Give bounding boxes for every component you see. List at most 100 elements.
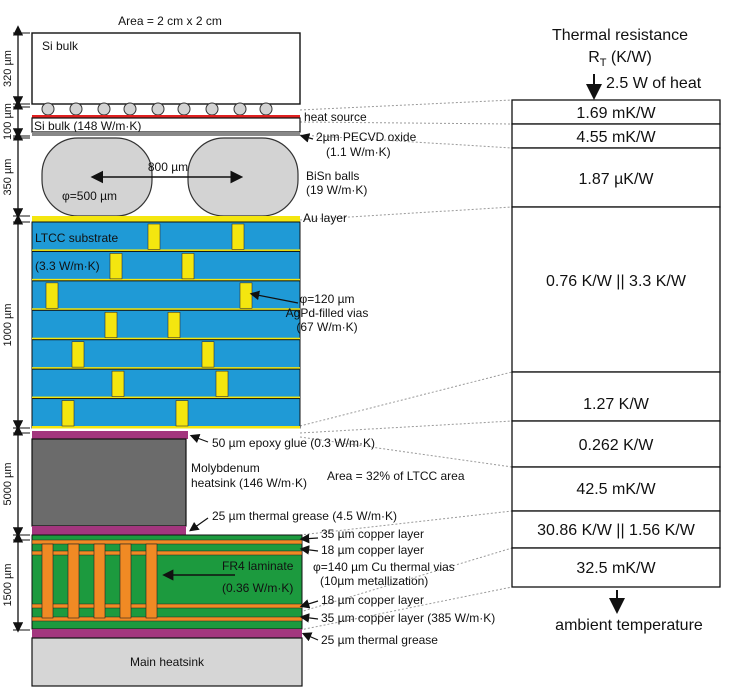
agpd-via xyxy=(181,253,195,280)
thermal-grease-2 xyxy=(32,629,302,638)
area-pct-label: Area = 32% of LTCC area xyxy=(327,469,465,483)
resistance-value: 32.5 mK/W xyxy=(576,560,656,577)
micro-bump xyxy=(233,102,247,116)
agpd-via xyxy=(111,370,125,397)
molybdenum-heatsink xyxy=(31,438,187,527)
si-bulk-top xyxy=(31,32,301,105)
resistance-value: 1.87 µK/W xyxy=(578,171,654,188)
micro-bump xyxy=(259,102,273,116)
ball-dia-label: φ=500 µm xyxy=(62,189,117,203)
agpd-via xyxy=(215,370,229,397)
agpd-via xyxy=(201,341,215,368)
rt-title-1: Thermal resistance xyxy=(552,27,688,44)
cu-35-top-label: 35 µm copper layer xyxy=(321,527,424,541)
ltcc-metal-line xyxy=(32,367,300,370)
grease-2-label: 25 µm thermal grease xyxy=(321,633,438,647)
dimension-label: 350 µm xyxy=(2,159,14,196)
resistance-value: 42.5 mK/W xyxy=(576,481,656,498)
agpd-via xyxy=(45,282,59,309)
copper-layer xyxy=(31,539,303,545)
moly-label-2: heatsink (146 W/m·K) xyxy=(191,476,307,490)
agpd-via xyxy=(104,311,118,339)
agpd-via xyxy=(147,223,161,250)
agpd-via xyxy=(167,311,181,339)
agpd-via xyxy=(109,253,123,280)
heat-source-line xyxy=(32,115,300,118)
main-heatsink-label: Main heatsink xyxy=(130,655,205,669)
micro-bump xyxy=(205,102,219,116)
epoxy-label: 50 µm epoxy glue (0.3 W/m·K) xyxy=(212,436,375,450)
vias-label-2: AgPd-filled vias xyxy=(286,306,369,320)
resistance-cell xyxy=(511,510,721,549)
cuvia-label-2: (10µm metallization) xyxy=(320,574,428,588)
cu-35-bot-label: 35 µm copper layer (385 W/m·K) xyxy=(321,611,495,625)
vias-label-1: φ=120 µm xyxy=(299,292,354,306)
resistance-value: 1.69 mK/W xyxy=(576,105,656,122)
micro-bump xyxy=(69,102,83,116)
rt-title-2: RT (K/W) xyxy=(588,49,652,69)
au-layer-label: Au layer xyxy=(303,211,347,225)
ltcc-layer xyxy=(31,309,301,341)
ltcc-metal-line xyxy=(32,278,300,282)
dimension-label: 320 µm xyxy=(2,50,14,87)
ambient-label: ambient temperature xyxy=(555,617,703,634)
resistance-cell xyxy=(511,420,721,468)
fr4-label-2: (0.36 W/m·K) xyxy=(222,581,293,595)
micro-bumps xyxy=(41,102,273,116)
grease-1-label: 25 µm thermal grease (4.5 W/m·K) xyxy=(212,509,397,523)
heat-in-label: 2.5 W of heat xyxy=(606,75,702,92)
oxide-layer xyxy=(32,132,300,136)
cu-thermal-via xyxy=(119,543,132,619)
ltcc-metal-line xyxy=(32,337,300,341)
ltcc-metal-line xyxy=(32,308,300,311)
resistance-value: 4.55 mK/W xyxy=(576,129,656,146)
micro-bump xyxy=(151,102,165,116)
si-bulk-top-label: Si bulk xyxy=(42,39,79,53)
top-area-label: Area = 2 cm x 2 cm xyxy=(118,14,222,28)
resistance-cell xyxy=(511,466,721,512)
ltcc-layer xyxy=(31,368,301,400)
cu-thermal-via xyxy=(67,543,80,619)
bisn-label-2: (19 W/m·K) xyxy=(306,183,367,197)
fr4-laminate xyxy=(31,534,303,630)
oxide-label-1: 2µm PECVD oxide xyxy=(316,130,417,144)
ltcc-label-2: (3.3 W/m·K) xyxy=(35,259,100,273)
agpd-via xyxy=(231,223,245,250)
dimension-label: 100 µm xyxy=(2,103,14,140)
ltcc-layer xyxy=(31,398,301,429)
ltcc-layer xyxy=(31,250,301,282)
cu-18-bot-label: 18 µm copper layer xyxy=(321,593,424,607)
bisn-label-1: BiSn balls xyxy=(306,169,359,183)
resistance-cell xyxy=(511,371,721,422)
ltcc-metal-line xyxy=(32,396,300,400)
resistance-value: 0.262 K/W xyxy=(579,437,655,454)
connector-lines xyxy=(299,99,513,631)
resistance-value: 1.27 K/W xyxy=(583,396,650,413)
thermal-grease-1 xyxy=(32,526,186,535)
si-bulk-label: Si bulk (148 W/m·K) xyxy=(34,119,141,133)
agpd-via xyxy=(71,341,85,368)
fr4-label-1: FR4 laminate xyxy=(222,559,294,573)
resistance-cell xyxy=(511,123,721,149)
main-heatsink xyxy=(31,637,303,687)
au-layer xyxy=(32,216,300,222)
micro-bump xyxy=(97,102,111,116)
resistance-cell xyxy=(511,206,721,373)
micro-bump xyxy=(123,102,137,116)
cu-thermal-via xyxy=(93,543,106,619)
dimension-label: 5000 µm xyxy=(2,462,14,505)
agpd-via xyxy=(61,400,75,427)
ltcc-layer xyxy=(31,221,301,252)
ltcc-label-1: LTCC substrate xyxy=(35,231,118,245)
resistance-value: 30.86 K/W || 1.56 K/W xyxy=(537,522,696,539)
heat-source-label: heat source xyxy=(304,110,367,124)
resistance-cell xyxy=(511,547,721,588)
agpd-via xyxy=(239,282,253,309)
vias-label-3: (67 W/m·K) xyxy=(296,320,357,334)
ball-pitch-label: 800 µm xyxy=(148,160,188,174)
ltcc-substrate xyxy=(31,221,301,429)
resistance-value: 0.76 K/W || 3.3 K/W xyxy=(546,273,687,290)
micro-bump xyxy=(177,102,191,116)
ltcc-metal-line xyxy=(32,249,300,252)
